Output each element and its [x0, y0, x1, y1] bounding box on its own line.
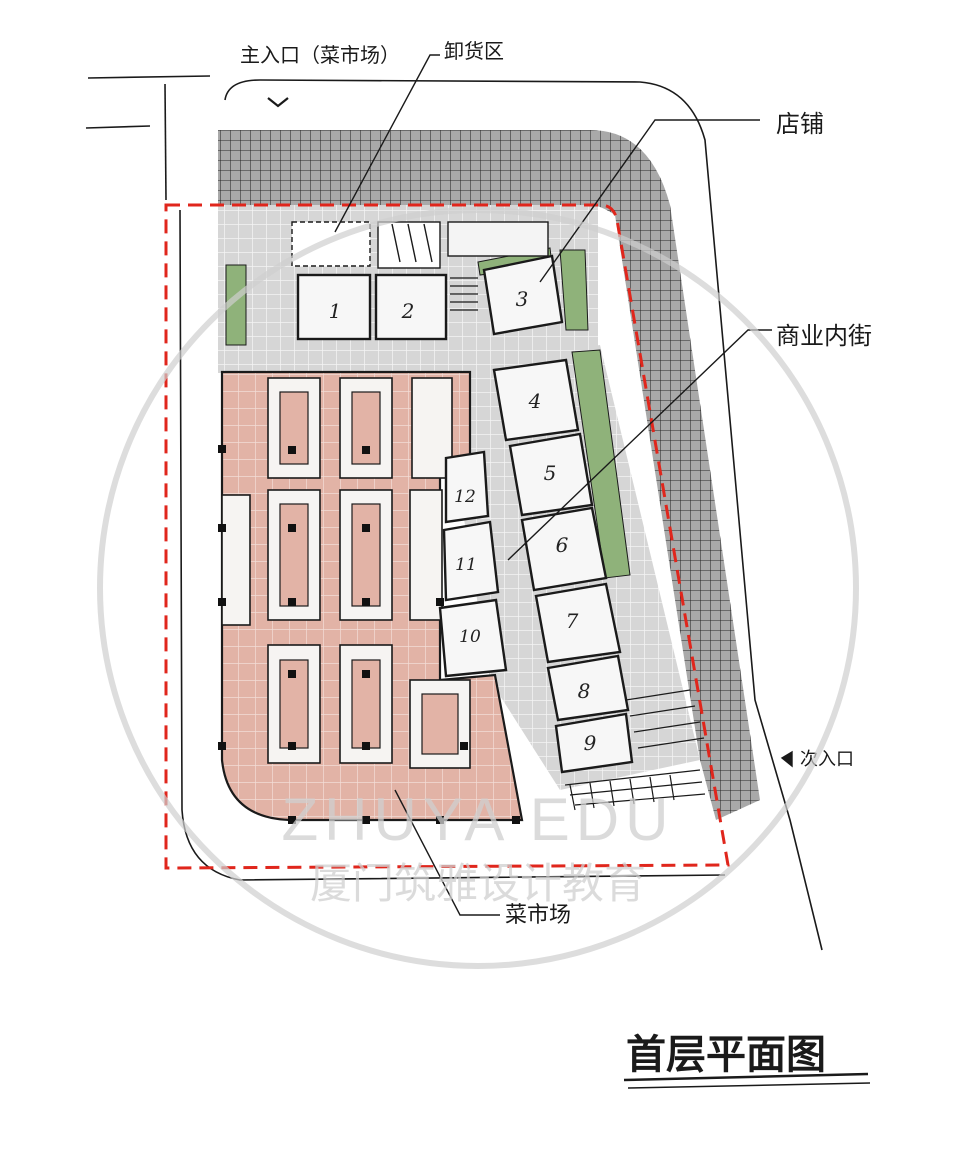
shop-5: [508, 432, 594, 517]
shop-8: [546, 654, 630, 722]
shop-number: 1: [329, 299, 342, 323]
watermark: ZHUYA EDU 厦门筑雅设计教育: [97, 207, 859, 969]
market-hall: [218, 370, 524, 824]
shop-4: [492, 358, 580, 442]
label-commercial-street: 商业内街: [776, 322, 872, 350]
shop-1: [296, 273, 372, 341]
label-loading-area: 卸货区: [444, 39, 504, 63]
shop-9: [554, 712, 634, 774]
outdoor-paving: [218, 130, 760, 820]
shop-3: [482, 254, 564, 336]
shop-10: [438, 598, 508, 678]
shop-number: 2: [401, 299, 415, 323]
shop-number: 10: [459, 627, 481, 647]
label-shop: 店铺: [776, 110, 824, 138]
shop-number: 11: [455, 555, 477, 575]
loading-area: [291, 221, 549, 269]
shop-7: [534, 582, 622, 664]
leader-lines: [267, 54, 793, 916]
shop-number: 3: [516, 287, 529, 311]
shop-6: [520, 506, 608, 592]
page-title: 首层平面图: [626, 1032, 826, 1078]
label-main-entrance: 主入口（菜市场）: [240, 43, 400, 67]
drawing-title: 首层平面图: [623, 1032, 871, 1089]
watermark-en: ZHUYA EDU: [282, 786, 675, 853]
shop-numbers: 1 2 3 4 5 6 7 8 9 10 11 12: [329, 287, 597, 755]
shop-2: [374, 273, 448, 341]
shop-12: [444, 450, 490, 524]
shop-number: 4: [528, 389, 542, 413]
shop-number: 12: [454, 487, 476, 507]
shop-number: 6: [556, 533, 569, 557]
label-market: 菜市场: [505, 903, 571, 928]
shop-number: 5: [544, 461, 557, 485]
stairs: [450, 277, 706, 811]
shop-number: 9: [584, 731, 597, 755]
watermark-cn: 厦门筑雅设计教育: [310, 860, 646, 907]
site-boundary: [164, 203, 730, 870]
shop-number: 8: [578, 679, 591, 703]
shop-number: 7: [566, 609, 579, 633]
shop-11: [442, 520, 500, 602]
shops: [296, 254, 634, 774]
annotations: 主入口（菜市场） 卸货区 店铺 商业内街 次入口 菜市场: [240, 39, 872, 928]
